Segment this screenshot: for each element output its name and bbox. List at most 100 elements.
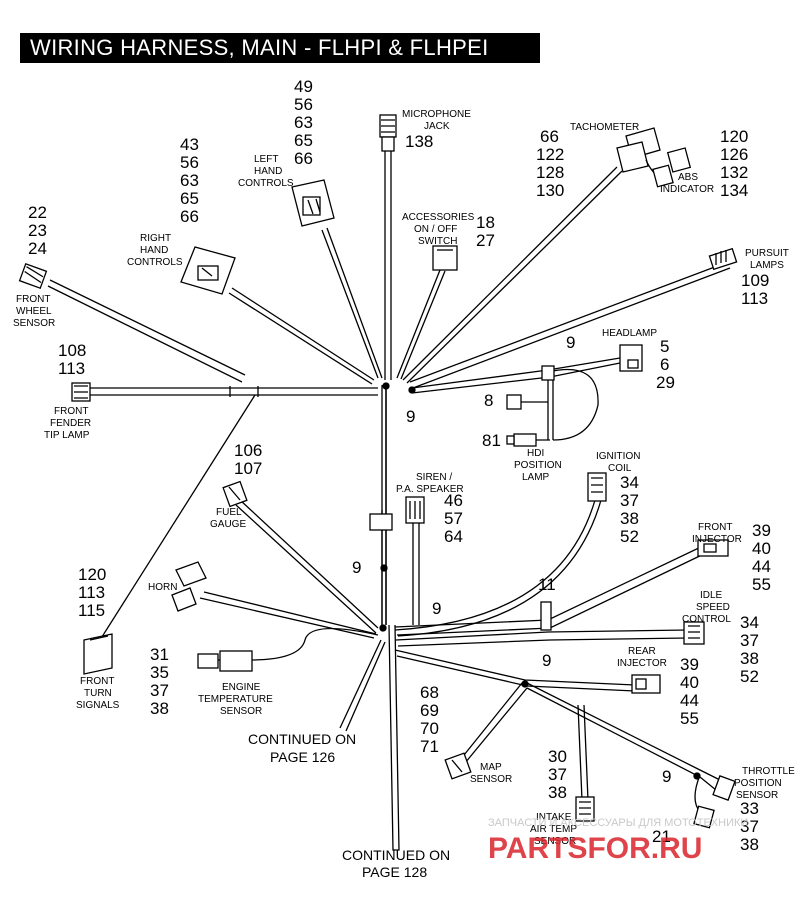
headlamp-ref-1: 5 bbox=[660, 337, 669, 356]
engine-temp-label-2: TEMPERATURE bbox=[198, 694, 273, 705]
abs-ref-3: 132 bbox=[720, 163, 748, 182]
clip-ref-trunk: 9 bbox=[352, 558, 361, 577]
front-injector-ref-2: 40 bbox=[752, 539, 771, 558]
tip-lamp-ref-2: 113 bbox=[58, 359, 85, 378]
right-hand-controls-connector-icon bbox=[180, 246, 236, 295]
ignition-ref-1: 34 bbox=[620, 473, 639, 492]
front-injector-connector-icon bbox=[697, 539, 729, 557]
left-hand-controls-connector-icon bbox=[291, 179, 335, 227]
engine-temp-label-1: ENGINE bbox=[222, 682, 261, 693]
strap-icon bbox=[540, 601, 552, 631]
acc-ref-2: 27 bbox=[476, 231, 495, 250]
tach-ref-1: 66 bbox=[540, 127, 559, 146]
hdi-label-3: LAMP bbox=[522, 472, 550, 483]
ignition-ref-4: 52 bbox=[620, 527, 639, 546]
horn-label: HORN bbox=[148, 582, 177, 593]
connectors bbox=[18, 114, 738, 829]
engine-temp-label-3: SENSOR bbox=[220, 706, 262, 717]
bracket-icon bbox=[506, 394, 522, 410]
idle-ref-3: 38 bbox=[740, 649, 759, 668]
fuel-label-1: FUEL bbox=[216, 507, 242, 518]
idle-ref-1: 34 bbox=[740, 613, 759, 632]
siren-label-2: P.A. SPEAKER bbox=[396, 484, 464, 495]
right-hand-ref-2: 56 bbox=[180, 153, 199, 172]
continued-126-line-1: CONTINUED ON bbox=[248, 731, 356, 747]
siren-ref-2: 57 bbox=[444, 509, 463, 528]
turn-label-1: FRONT bbox=[80, 676, 114, 687]
acc-label-2: ON / OFF bbox=[414, 224, 457, 235]
right-hand-label-2: HAND bbox=[140, 245, 168, 256]
front-injector-ref-1: 39 bbox=[752, 521, 771, 540]
iat-ref-1: 30 bbox=[548, 747, 567, 766]
iat-ref-2: 37 bbox=[548, 765, 567, 784]
acc-ref-1: 18 bbox=[476, 213, 495, 232]
headlamp-ref-2: 6 bbox=[660, 355, 669, 374]
right-hand-ref-3: 63 bbox=[180, 171, 199, 190]
map-ref-2: 69 bbox=[420, 701, 439, 720]
strap-ref: 11 bbox=[538, 575, 556, 594]
map-sensor-connector-icon bbox=[444, 752, 472, 780]
right-hand-ref-4: 65 bbox=[180, 189, 199, 208]
clip-ref-rear: 9 bbox=[542, 651, 551, 670]
labels: MICROPHONE JACK 138 LEFT HAND CONTROLS 4… bbox=[13, 77, 795, 880]
headlamp-clip-icon bbox=[541, 365, 555, 381]
left-hand-ref-2: 56 bbox=[294, 95, 313, 114]
abs-ref-1: 120 bbox=[720, 127, 748, 146]
tip-lamp-label-3: TIP LAMP bbox=[44, 430, 90, 441]
front-wheel-ref-2: 23 bbox=[28, 221, 47, 240]
left-hand-ref-4: 65 bbox=[294, 131, 313, 150]
abs-ref-2: 126 bbox=[720, 145, 748, 164]
front-injector-ref-4: 55 bbox=[752, 575, 771, 594]
siren-ref-3: 64 bbox=[444, 527, 463, 546]
turn-ref-1: 120 bbox=[78, 565, 106, 584]
tps-ref-3: 38 bbox=[740, 835, 759, 854]
turn-ref-3: 115 bbox=[78, 601, 105, 620]
hdi-ref: 81 bbox=[482, 431, 501, 450]
turn-label-2: TURN bbox=[84, 688, 112, 699]
rear-injector-label-2: INJECTOR bbox=[617, 658, 667, 669]
tach-ref-2: 122 bbox=[536, 145, 564, 164]
engine-temp-ref-2: 35 bbox=[150, 663, 169, 682]
idle-speed-control-connector-icon bbox=[683, 621, 705, 645]
hdi-label-2: POSITION bbox=[514, 460, 562, 471]
throttle-position-sensor-connector-icon bbox=[693, 775, 736, 829]
idle-ref-2: 37 bbox=[740, 631, 759, 650]
left-hand-label-3: CONTROLS bbox=[238, 178, 294, 189]
abs-indicator-connector-icon bbox=[652, 147, 692, 188]
hdi-position-lamp-icon bbox=[506, 433, 537, 447]
continued-128-line-1: CONTINUED ON bbox=[342, 847, 450, 863]
clip-markers bbox=[379, 382, 701, 780]
rear-injector-ref-2: 40 bbox=[680, 673, 699, 692]
right-hand-label-1: RIGHT bbox=[140, 233, 171, 244]
engine-temp-ref-3: 37 bbox=[150, 681, 169, 700]
front-wheel-ref-1: 22 bbox=[28, 203, 47, 222]
pursuit-ref-1: 109 bbox=[741, 271, 769, 290]
rear-injector-connector-icon bbox=[631, 674, 661, 694]
turn-ref-2: 113 bbox=[78, 583, 105, 602]
abs-label-2: INDICATOR bbox=[660, 184, 714, 195]
tip-lamp-label-2: FENDER bbox=[50, 418, 91, 429]
idle-label-2: SPEED bbox=[696, 602, 730, 613]
cable-tie-icon bbox=[369, 513, 393, 531]
siren-label-1: SIREN / bbox=[416, 472, 452, 483]
ignition-label-2: COIL bbox=[608, 463, 632, 474]
clip-ref-headlamp: 9 bbox=[566, 333, 575, 352]
ignition-coil-connector-icon bbox=[587, 472, 607, 502]
map-label-1: MAP bbox=[480, 762, 502, 773]
left-hand-label-1: LEFT bbox=[254, 154, 278, 165]
clip-ref-lower: 9 bbox=[432, 599, 441, 618]
iat-ref-3: 38 bbox=[548, 783, 567, 802]
front-wheel-ref-3: 24 bbox=[28, 239, 47, 258]
rear-injector-ref-1: 39 bbox=[680, 655, 699, 674]
front-injector-ref-3: 44 bbox=[752, 557, 771, 576]
right-hand-ref-5: 66 bbox=[180, 207, 199, 226]
tach-ref-4: 130 bbox=[536, 181, 564, 200]
intake-air-temp-sensor-connector-icon bbox=[575, 796, 595, 822]
map-label-2: SENSOR bbox=[470, 774, 512, 785]
ref-21: 21 bbox=[652, 827, 671, 846]
front-injector-label-1: FRONT bbox=[698, 522, 732, 533]
tps-label-2: POSITION bbox=[734, 778, 782, 789]
wires bbox=[47, 150, 731, 851]
right-hand-ref-1: 43 bbox=[180, 135, 199, 154]
fuel-label-2: GAUGE bbox=[210, 519, 246, 530]
